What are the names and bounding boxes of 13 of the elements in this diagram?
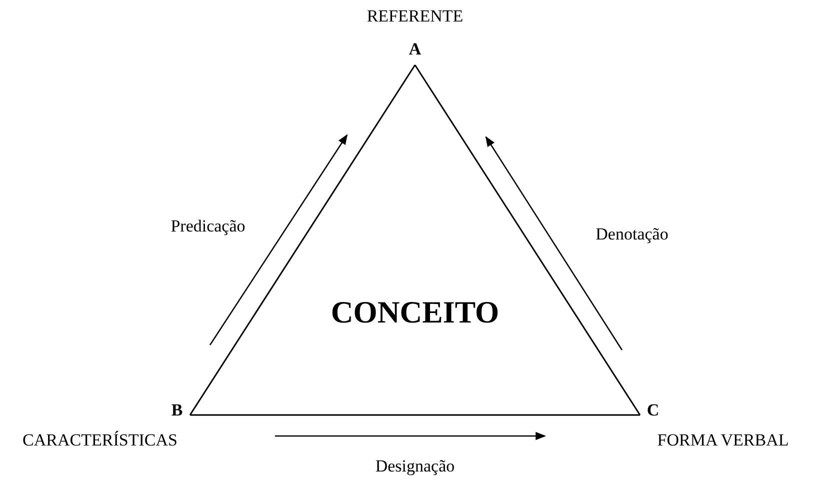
vertex-letter: A [408,40,422,58]
vertex-label: FORMA VERBAL [657,432,789,448]
vertex-label: REFERENTE [366,8,464,24]
arrow-label: Denotação [596,226,668,242]
center-label: CONCEITO [330,296,500,328]
triangle-side [190,414,640,416]
vertex-letter: B [171,402,183,418]
triangle-side [414,64,641,416]
arrow-label: Predicação [170,218,246,234]
triangle-side [189,64,416,416]
vertex-letter: C [646,402,660,418]
arrow-label: Designação [375,458,455,474]
vertex-label: CARACTERÍSTICAS [22,432,178,448]
